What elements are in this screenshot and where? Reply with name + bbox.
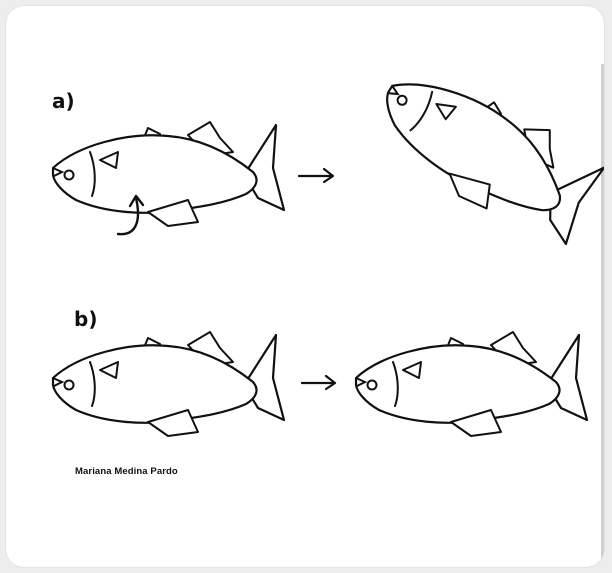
panel-label-b: b) bbox=[74, 307, 97, 331]
fish-rotated-a bbox=[362, 47, 604, 258]
illustration-card: a) b) Mariana Medina Pardo bbox=[6, 6, 604, 567]
fish-diagram: a) b) bbox=[6, 6, 604, 567]
panel-label-a: a) bbox=[52, 89, 75, 113]
fish-original-a bbox=[53, 122, 284, 226]
fish-unchanged-b bbox=[356, 332, 587, 436]
arrow-right-icon bbox=[299, 169, 333, 182]
fish-original-b bbox=[53, 332, 284, 436]
author-credit: Mariana Medina Pardo bbox=[75, 466, 178, 477]
arrow-right-icon bbox=[302, 376, 335, 389]
